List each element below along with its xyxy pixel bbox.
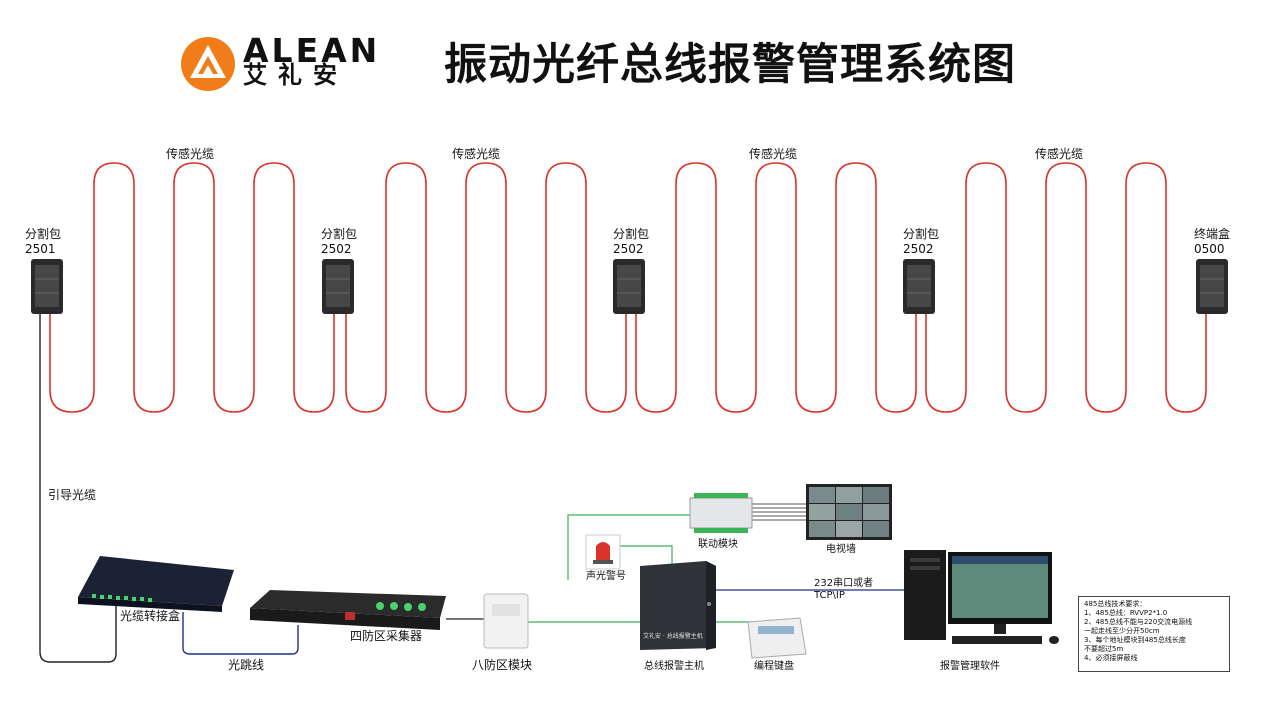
note-line: 不要超过5m	[1084, 645, 1124, 653]
terminal-box	[1196, 259, 1228, 314]
cable-label-4: 传感光缆	[1035, 147, 1084, 161]
sensing-cable-line	[49, 162, 1207, 413]
keypad-device	[747, 617, 807, 659]
cable-label-3: 传感光缆	[749, 147, 798, 161]
bus-green-line	[528, 514, 752, 623]
lead-cable-label: 引导光缆	[48, 488, 97, 502]
note-line: 2、485总线不能与220交流电源线	[1084, 618, 1193, 626]
logo-triangle-icon	[181, 37, 235, 91]
siren-icon	[585, 534, 621, 570]
cable-label-1: 传感光缆	[166, 147, 215, 161]
siren-label: 声光警号	[586, 571, 626, 582]
box-3-code: 2502	[613, 242, 644, 256]
note-line: 4、必须接屏蔽线	[1084, 654, 1138, 662]
linkage-to-tv-lines	[752, 503, 806, 521]
host-brand-label: 艾礼安 · 总线报警主机	[643, 633, 703, 640]
software-label: 报警管理软件	[940, 661, 1000, 672]
box-2-name: 分割包	[321, 227, 358, 241]
box-5-code: 0500	[1194, 242, 1225, 256]
splitter-box-2	[322, 259, 354, 314]
linkage-module-device	[689, 493, 753, 533]
splitter-box-3	[613, 259, 645, 314]
logo-text-en: ALEAN	[243, 31, 381, 70]
box-1-name: 分割包	[25, 227, 62, 241]
patch-cable-line	[182, 612, 299, 655]
junction-box-device	[78, 556, 234, 612]
box-4-code: 2502	[903, 242, 934, 256]
box-5-name: 终端盒	[1194, 227, 1231, 241]
keypad-label: 编程键盘	[754, 661, 794, 672]
patch-cable-label: 光跳线	[228, 658, 265, 672]
eight-zone-label: 八防区模块	[472, 658, 533, 672]
tv-wall-label: 电视墙	[826, 544, 856, 555]
note-line: 1、485总线：RVVP2*1.0	[1084, 609, 1168, 617]
box-1-code: 2501	[25, 242, 56, 256]
comm-label-2: TCP\IP	[814, 590, 845, 601]
eight-zone-module-device	[483, 593, 529, 649]
bus-requirements-note: 485总线技术要求： 1、485总线：RVVP2*1.0 2、485总线不能与2…	[1078, 596, 1230, 672]
note-title: 485总线技术要求：	[1084, 600, 1147, 608]
collector-device	[250, 590, 446, 630]
alarm-host-device	[640, 561, 716, 650]
host-label: 总线报警主机	[644, 661, 704, 672]
linkage-label: 联动模块	[698, 539, 738, 550]
junction-box-label: 光缆转接盒	[120, 609, 181, 623]
tv-wall-device	[806, 484, 892, 540]
box-3-name: 分割包	[613, 227, 650, 241]
logo-text-cn: 艾礼安	[243, 61, 348, 89]
page-title: 振动光纤总线报警管理系统图	[444, 40, 1016, 90]
lead-cable-line	[39, 313, 117, 663]
note-line: 3、每个地址模块到485总线长度	[1084, 636, 1186, 644]
collector-label: 四防区采集器	[350, 629, 423, 643]
box-2-code: 2502	[321, 242, 352, 256]
comm-label: 232串口或者	[814, 578, 874, 589]
note-line: 一起走线至少分开50cm	[1084, 627, 1160, 635]
box-4-name: 分割包	[903, 227, 940, 241]
splitter-box-4	[903, 259, 935, 314]
splitter-box-1	[31, 259, 63, 314]
computer-device	[904, 550, 1059, 644]
cable-label-2: 传感光缆	[452, 147, 501, 161]
